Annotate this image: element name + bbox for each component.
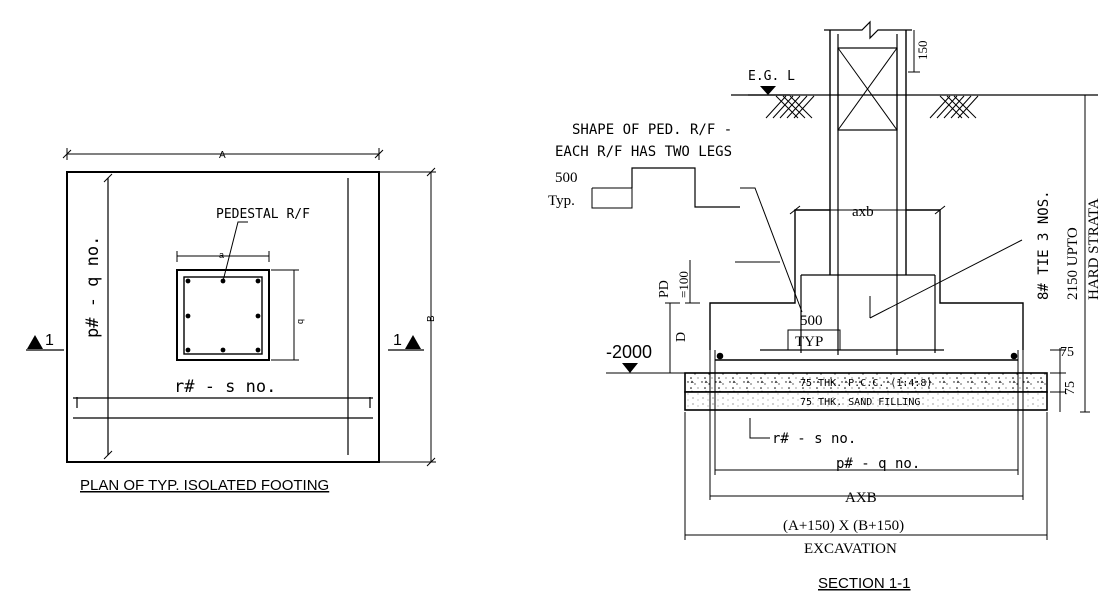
level-marker: [622, 363, 638, 373]
section-mark-left: 1: [45, 332, 54, 349]
section-view: [591, 20, 1098, 540]
dim-500: 500: [555, 170, 578, 186]
plan-bar-r: r# - s no.: [174, 377, 276, 397]
depth-2150: 2150 UPTO: [1065, 227, 1081, 300]
section-bar-p: p# - q no.: [836, 456, 920, 472]
plan-title: PLAN OF TYP. ISOLATED FOOTING: [80, 477, 329, 494]
tie-note: 8# TIE 3 NOS.: [1036, 190, 1052, 300]
footing-outline: [66, 171, 380, 463]
dim-150: 150: [915, 41, 930, 61]
level-label: -2000: [606, 342, 652, 362]
plan-bar-p: p# - q no.: [83, 236, 103, 338]
dim-500-typ-a: 500: [800, 313, 823, 329]
section-mark-right: 1: [393, 332, 402, 349]
pd-label: PD: [657, 280, 672, 298]
dim-B: [379, 167, 436, 467]
section-arrow-left: [27, 335, 43, 349]
egl-label: E.G. L: [748, 69, 795, 84]
section-title: SECTION 1-1: [818, 575, 911, 592]
plan-dim-A: A: [219, 150, 226, 161]
shape-label-2: EACH R/F HAS TWO LEGS: [555, 144, 732, 160]
sand-layer: [684, 391, 1048, 411]
plan-dim-B: B: [426, 315, 437, 322]
axb-label: axb: [852, 204, 874, 220]
egl-marker: [760, 86, 776, 95]
sand-label: 75 THK. SAND FILLING: [800, 397, 920, 408]
AXB-label: AXB: [845, 490, 877, 506]
pedestal-outer: [176, 269, 270, 361]
pedestal-label: PEDESTAL R/F: [216, 207, 310, 222]
pedestal-bars: [185, 278, 261, 353]
dim-75a: 75: [1060, 345, 1074, 360]
pedestal-inner: [183, 276, 263, 355]
excav-1: (A+150) X (B+150): [783, 518, 904, 534]
section-bar-r: r# - s no.: [772, 431, 856, 447]
section-arrow-right: [405, 335, 421, 349]
d-label: D: [674, 332, 689, 342]
depth-2150-b: HARD STRATA: [1086, 198, 1102, 300]
dim-75b: 75: [1063, 381, 1078, 395]
pd-val: =100: [676, 271, 691, 298]
excav-2: EXCAVATION: [804, 541, 897, 557]
plan-view: [26, 148, 436, 467]
shape-label-1: SHAPE OF PED. R/F -: [572, 122, 732, 138]
plan-dim-a: a: [219, 250, 224, 260]
typ-label: Typ.: [548, 193, 575, 209]
plan-dim-b: b: [296, 319, 306, 324]
dim-500-typ-b: TYP: [795, 334, 823, 350]
dim-A: [62, 148, 384, 160]
pcc-label: 75 THK. P.C.C. (1:4:8): [800, 378, 932, 389]
